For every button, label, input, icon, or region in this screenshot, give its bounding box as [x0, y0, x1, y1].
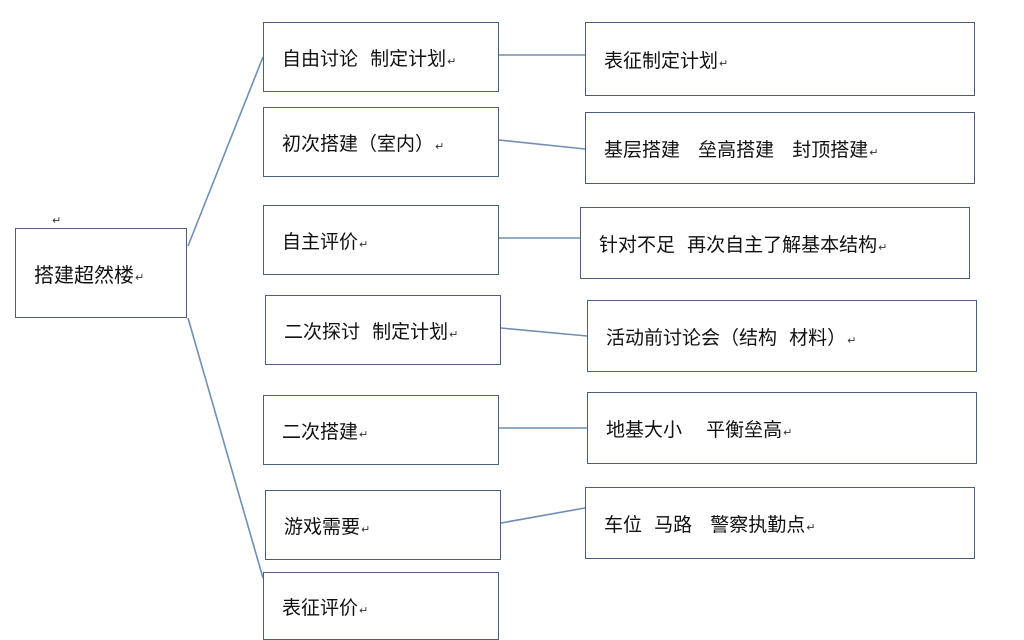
detail-node: 车位 马路 警察执勤点↵	[585, 487, 975, 559]
paragraph-mark: ↵	[878, 240, 888, 254]
root-node: 搭建超然楼↵	[15, 228, 187, 318]
step-node-label: 游戏需要	[284, 515, 361, 538]
step-node-label: 自主评价	[282, 230, 359, 253]
detail-node: 活动前讨论会（结构 材料）↵	[587, 300, 977, 372]
step-node-label: 自由讨论 制定计划	[282, 47, 447, 70]
paragraph-mark: ↵	[361, 522, 371, 536]
step-node: 游戏需要↵	[265, 490, 501, 560]
detail-node: 针对不足 再次自主了解基本结构↵	[580, 207, 970, 279]
paragraph-mark: ↵	[783, 425, 793, 439]
step-detail-connector	[498, 139, 586, 150]
step-node-label: 二次探讨 制定计划	[284, 320, 449, 343]
detail-node: 表征制定计划↵	[585, 22, 975, 96]
step-node: 二次搭建↵	[263, 395, 499, 465]
paragraph-mark: ↵	[449, 327, 459, 341]
step-node: 初次搭建（室内）↵	[263, 107, 499, 177]
detail-node-label: 活动前讨论会（结构 材料）	[606, 326, 847, 349]
paragraph-mark: ↵	[806, 520, 816, 534]
root-connector-bottom	[187, 317, 264, 579]
detail-node-label: 车位 马路 警察执勤点	[604, 513, 806, 536]
root-node-label: 搭建超然楼	[34, 262, 134, 287]
step-node-label: 初次搭建（室内）	[282, 132, 435, 155]
root-connector-top	[187, 56, 264, 247]
step-detail-connector	[500, 327, 588, 337]
step-node: 二次探讨 制定计划↵	[265, 295, 501, 365]
detail-node: 基层搭建 垒高搭建 封顶搭建↵	[585, 112, 975, 184]
paragraph-mark: ↵	[359, 603, 369, 617]
paragraph-mark: ↵	[435, 139, 445, 153]
paragraph-mark: ↵	[52, 214, 62, 227]
step-node-label: 二次搭建	[282, 420, 359, 443]
detail-node-label: 地基大小 平衡垒高	[606, 418, 783, 441]
paragraph-mark: ↵	[869, 145, 879, 159]
paragraph-mark: ↵	[359, 427, 369, 441]
detail-node: 地基大小 平衡垒高↵	[587, 392, 977, 464]
paragraph-mark: ↵	[135, 270, 145, 284]
detail-node-label: 基层搭建 垒高搭建 封顶搭建	[604, 138, 869, 161]
step-node: 自由讨论 制定计划↵	[263, 22, 499, 92]
step-detail-connector	[500, 507, 586, 524]
paragraph-mark: ↵	[447, 54, 457, 68]
detail-node-label: 表征制定计划	[604, 49, 719, 72]
step-node: 表征评价↵	[263, 572, 499, 640]
paragraph-mark: ↵	[719, 56, 729, 70]
detail-node-label: 针对不足 再次自主了解基本结构	[599, 233, 878, 256]
paragraph-mark: ↵	[359, 237, 369, 251]
step-node-label: 表征评价	[282, 596, 359, 619]
paragraph-mark: ↵	[847, 333, 857, 347]
step-node: 自主评价↵	[263, 205, 499, 275]
